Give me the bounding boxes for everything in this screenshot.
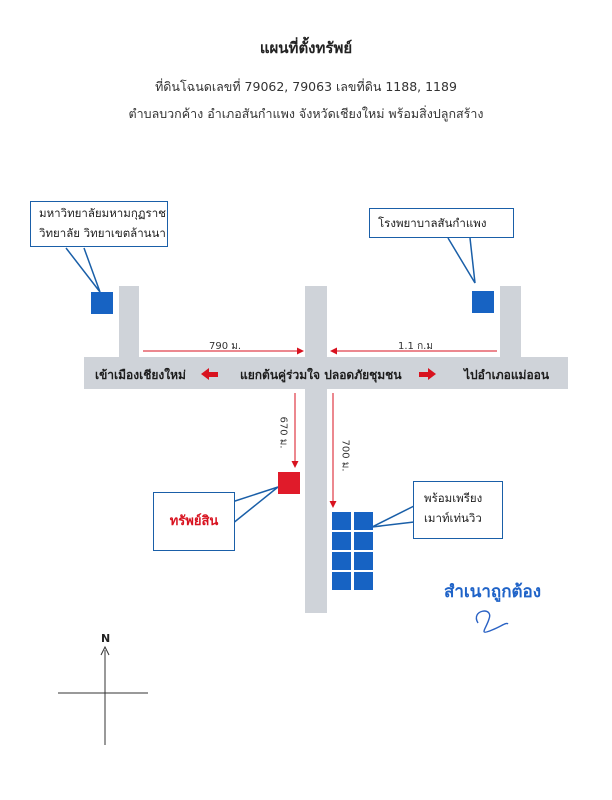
university-callout-pointer	[65, 247, 101, 293]
building-block	[332, 572, 351, 590]
building-block	[354, 532, 373, 550]
building-block	[332, 512, 351, 530]
north-label: N	[101, 632, 111, 645]
hospital-callout-pointer	[447, 237, 476, 284]
junction-road	[305, 286, 327, 613]
property-callout: ทรัพย์สิน	[153, 492, 235, 551]
building-block	[332, 532, 351, 550]
distance-label-west: 790 ม.	[209, 341, 242, 352]
property-label: ทรัพย์สิน	[169, 513, 219, 529]
property-callout-pointer	[231, 486, 279, 525]
hospital-road	[500, 286, 521, 358]
building-block	[332, 552, 351, 570]
compass-arrow	[100, 645, 110, 656]
location-info: ตำบลบวกค้าง อำเภอสันกำแพง จังหวัดเชียงให…	[128, 106, 484, 121]
university-callout: มหาวิทยาลัยมหามกุฏราช วิทยาลัย วิทยาเขตล…	[30, 201, 168, 247]
distance-label-property: 670 ม.	[277, 416, 289, 449]
university-marker	[91, 292, 113, 314]
direction-arrow-east	[419, 368, 436, 380]
building-block	[354, 572, 373, 590]
signature	[475, 610, 509, 633]
road-label-to-maeon: ไปอำเภอแม่ออน	[464, 368, 550, 382]
buildings-callout-pointer	[371, 505, 415, 528]
distance-label-east: 1.1 ก.ม	[398, 341, 433, 352]
road-label-to-chiangmai: เข้าเมืองเชียงใหม่	[95, 368, 186, 382]
university-label-line1: มหาวิทยาลัยมหามกุฏราช	[39, 206, 166, 220]
buildings-label-line2: เมาท์เท่นวิว	[424, 511, 482, 525]
university-road	[119, 286, 139, 358]
property-marker	[278, 472, 300, 494]
university-label-line2: วิทยาลัย วิทยาเขตล้านนา	[39, 226, 166, 240]
certified-copy-stamp: สำเนาถูกต้อง	[444, 582, 542, 602]
buildings-callout: พร้อมเพรียง เมาท์เท่นวิว	[413, 481, 503, 539]
hospital-marker	[472, 291, 494, 313]
direction-arrow-west	[201, 368, 218, 380]
buildings-label-line1: พร้อมเพรียง	[424, 491, 483, 505]
map-title: แผนที่ตั้งทรัพย์	[259, 39, 353, 57]
road-label-junction: แยกต้นคู่ร่วมใจ ปลอดภัยชุมชน	[240, 368, 402, 382]
hospital-label: โรงพยาบาลสันกำแพง	[378, 216, 487, 230]
deed-info: ที่ดินโฉนดเลขที่ 79062, 79063 เลขที่ดิน …	[155, 79, 457, 94]
building-block	[354, 552, 373, 570]
buildings-grid	[332, 512, 374, 590]
distance-label-buildings: 700 ม.	[339, 439, 351, 472]
building-block	[354, 512, 373, 530]
hospital-callout: โรงพยาบาลสันกำแพง	[369, 208, 514, 238]
